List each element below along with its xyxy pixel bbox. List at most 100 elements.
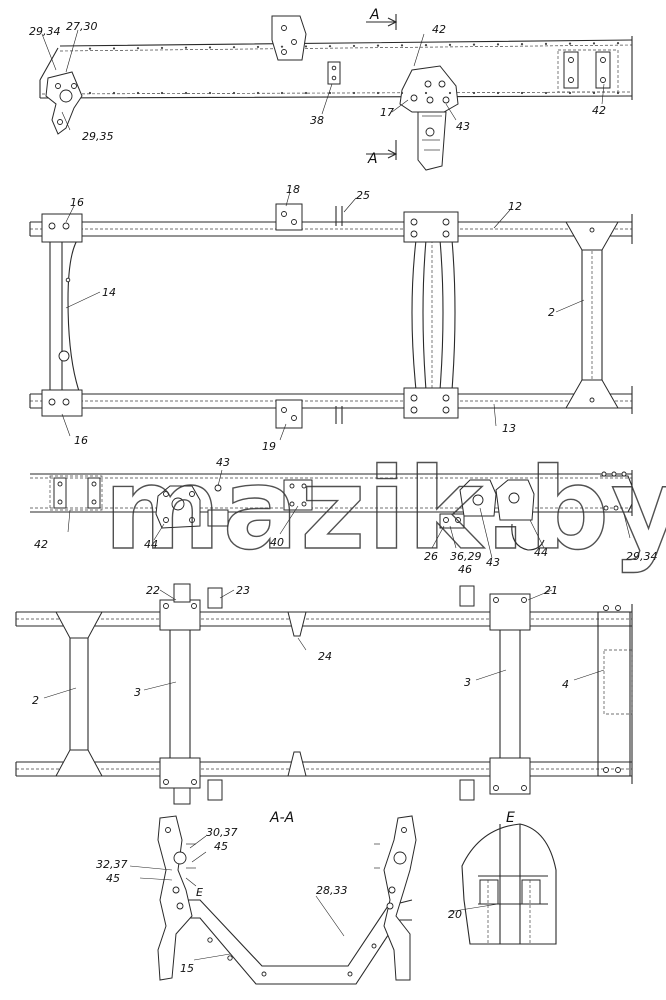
rivet-dot xyxy=(328,45,332,48)
section-mark-a-top: A xyxy=(369,7,380,23)
rivet-dot xyxy=(352,91,356,95)
label-2-top: 2 xyxy=(548,306,555,319)
view-4-bottom: 22 23 21 24 2 3 3 4 xyxy=(15,583,633,805)
rivet-dot xyxy=(400,44,404,47)
rail-rivets xyxy=(88,42,620,95)
label-42-top: 42 xyxy=(432,23,446,36)
view-3-side-rear: 43 42 44 40 26 36,29 46 43 44 29,34 xyxy=(30,456,658,576)
rivet-dot xyxy=(424,44,428,47)
rivet-dot xyxy=(448,91,452,95)
rivet-dot xyxy=(376,91,380,95)
label-24: 24 xyxy=(318,650,332,663)
rivet-dot xyxy=(136,47,140,50)
label-36-29: 36,29 xyxy=(450,550,482,563)
label-3-right: 3 xyxy=(464,676,471,689)
label-detail-e: E xyxy=(196,886,203,899)
label-43: 43 xyxy=(456,120,470,133)
rivet-dot xyxy=(520,91,524,95)
label-2-bottom: 2 xyxy=(32,694,39,707)
rivet-dot xyxy=(448,43,452,47)
label-44-left: 44 xyxy=(144,538,158,551)
label-19: 19 xyxy=(262,440,276,453)
label-29-34: 29,34 xyxy=(29,25,61,38)
label-45-bottom: 45 xyxy=(106,872,120,885)
rivet-dot xyxy=(232,91,236,95)
rivet-dot xyxy=(280,91,284,95)
rivet-dot xyxy=(520,43,524,46)
label-17: 17 xyxy=(380,106,394,119)
rivet-dot xyxy=(496,43,500,46)
rivet-dot xyxy=(616,91,620,95)
rivet-dot xyxy=(304,91,308,95)
rivet-dot xyxy=(568,91,572,95)
label-38: 38 xyxy=(310,114,324,127)
rivet-dot xyxy=(136,91,140,95)
label-3-left: 3 xyxy=(134,686,141,699)
label-14: 14 xyxy=(102,286,116,299)
rivet-dot xyxy=(184,91,188,95)
rivet-dot xyxy=(400,91,404,95)
label-45-top: 45 xyxy=(214,840,228,853)
label-16-bottom: 16 xyxy=(74,434,88,447)
rivet-dot xyxy=(376,44,380,47)
rivet-dot xyxy=(472,91,476,95)
rivet-dot xyxy=(232,46,236,49)
rivet-dot xyxy=(88,91,92,95)
rivet-dot xyxy=(352,44,356,48)
rivet-dot xyxy=(256,45,260,49)
label-46: 46 xyxy=(458,563,472,576)
rivet-dot xyxy=(496,91,500,95)
rivet-dot xyxy=(592,91,596,95)
rivet-dot xyxy=(424,91,428,95)
rivet-dot xyxy=(304,45,308,48)
rivet-dot xyxy=(208,91,212,95)
rivet-dot xyxy=(112,91,116,95)
label-36-29-46: 36,29 46 xyxy=(450,550,485,576)
label-13: 13 xyxy=(502,422,516,435)
rivet-dot xyxy=(472,43,476,46)
rivet-dot xyxy=(544,91,548,95)
view-5-section-a-a: A-A E 30,37 45 32,37 45 E 28,33 15 20 xyxy=(96,810,557,985)
label-26: 26 xyxy=(424,550,438,563)
detail-title-e: E xyxy=(506,810,515,826)
label-27-30: 27,30 xyxy=(66,20,98,33)
label-40: 40 xyxy=(270,536,284,549)
label-29-35: 29,35 xyxy=(82,130,114,143)
view-1-side-rail: 29,34 27,30 29,35 38 42 17 43 42 A A xyxy=(29,7,633,171)
label-42-right: 42 xyxy=(592,104,606,117)
rivet-dot xyxy=(544,42,548,45)
label-43-mid: 43 xyxy=(216,456,230,469)
label-43-right: 43 xyxy=(486,556,500,569)
rivet-dot xyxy=(256,91,260,95)
watermark-text: mazik.by xyxy=(104,445,666,575)
label-21: 21 xyxy=(544,584,558,597)
label-42-bottom: 42 xyxy=(34,538,48,551)
label-18: 18 xyxy=(286,183,300,196)
label-4: 4 xyxy=(562,678,569,691)
label-29-34-rear: 29,34 xyxy=(626,550,658,563)
rivet-dot xyxy=(280,45,284,48)
rivet-dot xyxy=(88,47,92,50)
rivet-dot xyxy=(568,42,572,45)
rivet-dot xyxy=(208,46,212,49)
label-23: 23 xyxy=(236,584,250,597)
rivet-dot xyxy=(112,47,116,50)
section-mark-a-bottom: A xyxy=(367,151,378,167)
view-2-top: 16 18 25 12 14 2 16 19 13 xyxy=(29,183,633,453)
rivet-dot xyxy=(616,42,620,45)
label-12: 12 xyxy=(508,200,522,213)
label-44-right: 44 xyxy=(534,546,548,559)
label-15: 15 xyxy=(180,962,194,975)
label-28-33: 28,33 xyxy=(316,884,348,897)
label-30-37: 30,37 xyxy=(206,826,238,839)
rivet-dot xyxy=(160,91,164,95)
label-16-top: 16 xyxy=(70,196,84,209)
label-22: 22 xyxy=(146,584,160,597)
rivet-dot xyxy=(160,46,164,50)
rivet-dot xyxy=(592,42,596,45)
section-title-a-a: A-A xyxy=(269,810,294,826)
label-20: 20 xyxy=(448,908,462,921)
rivet-dot xyxy=(184,46,188,49)
label-25: 25 xyxy=(356,189,370,202)
